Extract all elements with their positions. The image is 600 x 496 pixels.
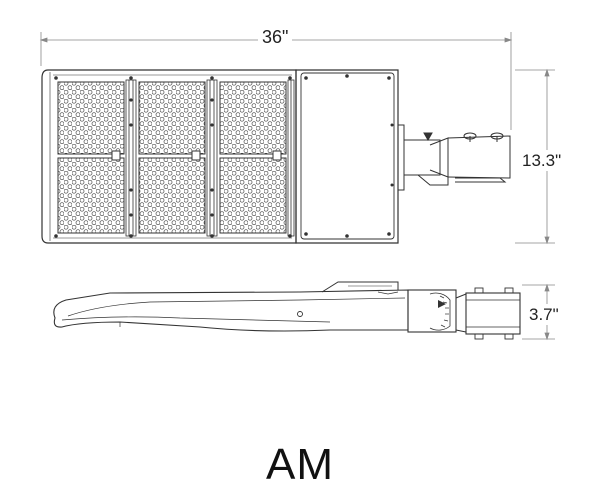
led-module [219,157,287,234]
led-module [138,81,206,155]
driver-housing [295,69,399,244]
side-profile [53,289,409,332]
height-dimension-label: 13.3" [522,150,562,171]
slip-fitter-top [398,124,511,191]
led-module [57,81,125,155]
led-module [57,157,125,234]
slip-fitter-side [407,287,521,340]
module-clips [111,150,282,161]
tilt-scale [439,295,449,328]
top-view [41,69,511,244]
led-array [57,81,287,234]
model-code: AM [266,440,334,489]
side-view [53,281,521,340]
housing-bolts [54,76,292,238]
led-module [219,81,287,155]
housing-outline [41,69,297,244]
width-dimension-label: 36" [258,28,293,46]
depth-dimension-label: 3.7" [529,304,559,325]
led-module [138,157,206,234]
side-screw [297,311,303,317]
